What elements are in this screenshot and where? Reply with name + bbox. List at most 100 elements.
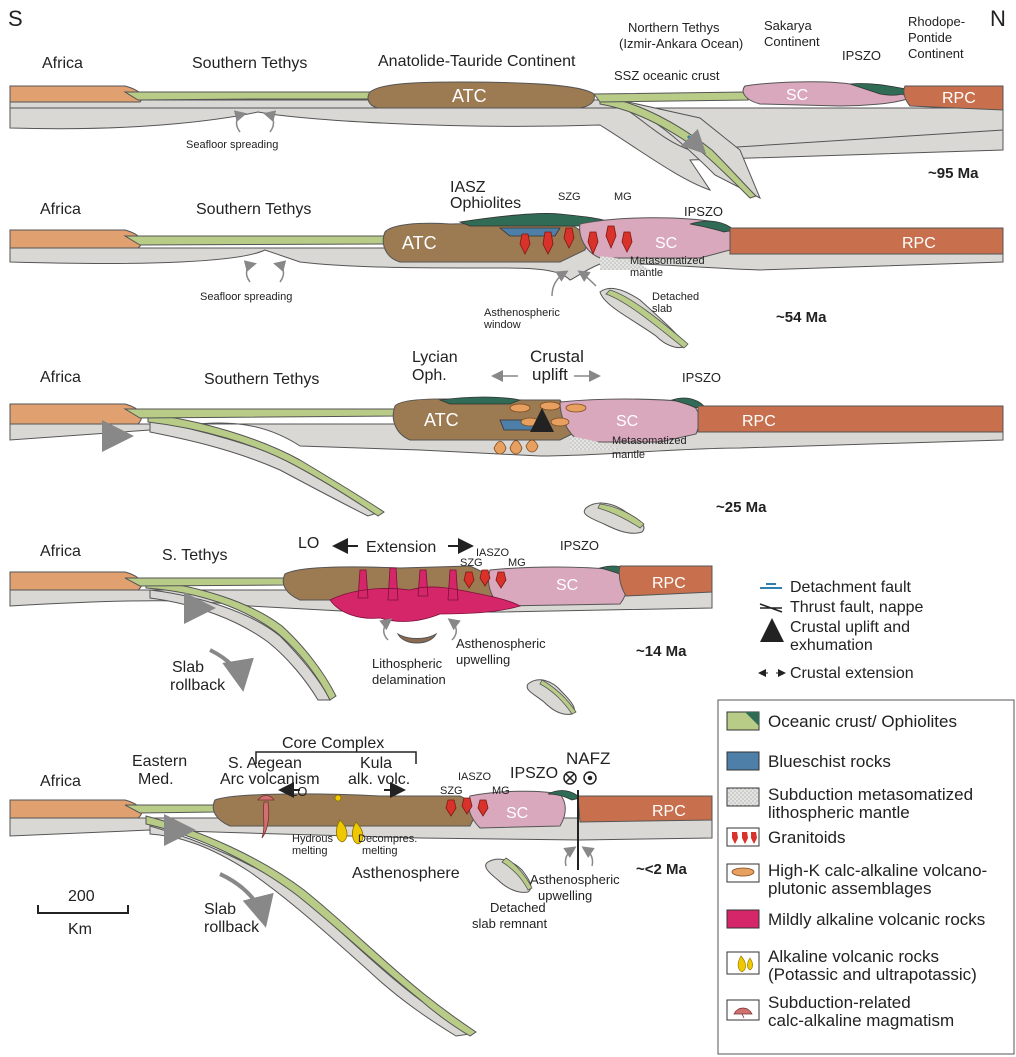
swatch-high-k — [732, 868, 754, 876]
south-label: S — [8, 6, 23, 31]
legend-item-blueschist: Blueschist rocks — [727, 752, 891, 771]
granitoid-bodies — [446, 798, 488, 816]
scale-line — [38, 905, 128, 913]
age-label: ~<2 Ma — [636, 861, 688, 878]
ophiolite-nappe — [440, 397, 520, 404]
rollback-label-2: rollback — [170, 677, 226, 694]
delamination-label-1: Lithospheric — [372, 656, 443, 671]
africa-label: Africa — [40, 201, 81, 218]
eastern-med-label-1: Eastern — [132, 753, 187, 770]
crustal-uplift-label-2: uplift — [532, 365, 568, 384]
remnant-label-1: Detached — [490, 900, 546, 915]
iaszo-label: IASZO — [458, 771, 491, 783]
eastern-med-label-2: Med. — [138, 771, 174, 788]
upwelling-label-2: upwelling — [456, 652, 510, 667]
rpc-label: RPC — [942, 90, 976, 107]
swatch-metasomatized — [727, 788, 759, 806]
scale-bar: 200 Km — [38, 888, 128, 938]
sakarya-label-2: Continent — [764, 34, 820, 49]
metasomatized-label-1: Metasomatized — [612, 435, 687, 447]
mg-label: MG — [508, 557, 526, 569]
granitoid-bodies — [464, 570, 506, 588]
southern-tethys-label: Southern Tethys — [204, 371, 319, 388]
north-label: N — [990, 6, 1006, 31]
swatch-mildly-alkaline — [727, 910, 759, 928]
rollback-label-2: rollback — [204, 919, 260, 936]
symbol-key: Detachment fault Thrust fault, nappe Cru… — [760, 579, 924, 682]
ophiolites-label: Ophiolites — [450, 195, 521, 212]
kula-label-2: alk. volc. — [348, 771, 410, 788]
age-label: ~25 Ma — [716, 499, 767, 516]
rhodope-label-2: Pontide — [908, 30, 952, 45]
izmir-ankara-label: (Izmir-Ankara Ocean) — [619, 36, 743, 51]
detached-slab — [527, 680, 574, 715]
decomp-label-2: melting — [362, 845, 397, 857]
ipszo-label: IPSZO — [842, 48, 881, 63]
hydrous-label-1: Hydrous — [292, 833, 333, 845]
panel-54ma: Africa Southern Tethys IASZ Ophiolites S… — [10, 179, 1003, 348]
lo-label: LO — [298, 535, 319, 552]
africa-block — [10, 86, 142, 102]
oceanic-crust-north — [594, 92, 748, 102]
core-complex-label: Core Complex — [282, 735, 384, 752]
nafz-strike-slip-symbols — [564, 772, 596, 784]
panel-25ma: Africa Southern Tethys Lycian Oph. Crust… — [10, 347, 1003, 533]
legend-label-2: (Potassic and ultrapotassic) — [768, 965, 977, 984]
atc-block — [213, 794, 480, 826]
upwelling-label-2: upwelling — [538, 888, 592, 903]
oceanic-crust — [125, 409, 395, 418]
high-k-body-5 — [551, 418, 569, 426]
atc-label: ATC — [402, 233, 437, 253]
africa-block — [10, 572, 142, 590]
metasomatized-label-2: mantle — [612, 449, 645, 461]
africa-label: Africa — [40, 369, 81, 386]
spreading-arrow-left — [247, 264, 254, 282]
key-extension: Crustal extension — [790, 665, 914, 682]
spreading-arrow-right — [276, 264, 283, 282]
szg-label: SZG — [460, 557, 483, 569]
africa-label: Africa — [42, 55, 83, 72]
sc-label: SC — [616, 413, 638, 430]
panel-95ma: Africa Southern Tethys Anatolide-Tauride… — [10, 14, 1003, 198]
northern-tethys-label: Northern Tethys — [628, 20, 720, 35]
ssz-label: SSZ oceanic crust — [614, 68, 720, 83]
rhodope-label-3: Continent — [908, 46, 964, 61]
legend-label-1: Subduction metasomatized — [768, 785, 973, 804]
sc-label: SC — [786, 87, 808, 104]
southern-tethys-label: Southern Tethys — [196, 201, 311, 218]
seafloor-label: Seafloor spreading — [186, 139, 278, 151]
key-detachment: Detachment fault — [790, 579, 912, 596]
oceanic-crust — [125, 236, 385, 245]
sakarya-label-1: Sakarya — [764, 18, 812, 33]
legend-item-granitoids: Granitoids — [727, 828, 845, 847]
detachment-icon — [760, 584, 782, 588]
delamination-label-2: delamination — [372, 672, 446, 687]
scale-unit: Km — [68, 921, 92, 938]
upwelling-label-1: Asthenospheric — [530, 872, 620, 887]
detached-slab-label-1: Detached — [652, 291, 699, 303]
nafz-label: NAFZ — [566, 749, 610, 768]
scale-value: 200 — [68, 888, 95, 905]
iasz-label: IASZ — [450, 179, 486, 196]
ipszo-label: IPSZO — [510, 765, 558, 782]
upwelling-label-1: Asthenospheric — [456, 636, 546, 651]
decomp-label-1: Decompres. — [358, 833, 417, 845]
oceanic-crust — [125, 578, 285, 586]
key-thrust: Thrust fault, nappe — [790, 599, 924, 616]
mg-label: MG — [614, 191, 632, 203]
panel-2ma: Core Complex Africa Eastern Med. S. Aege… — [10, 735, 712, 1036]
rpc-label: RPC — [902, 235, 936, 252]
africa-label: Africa — [40, 773, 81, 790]
legend-label-2: calc-alkaline magmatism — [768, 1011, 954, 1030]
key-uplift-2: exhumation — [790, 637, 873, 654]
lycian-label-1: Lycian — [412, 349, 458, 366]
rpc-block — [578, 796, 712, 822]
legend-label: Oceanic crust/ Ophiolites — [768, 712, 957, 731]
spreading-arrow-right — [266, 114, 273, 132]
legend-label-1: Alkaline volcanic rocks — [768, 947, 939, 966]
high-k-body-2 — [540, 402, 560, 410]
hydrous-label-2: melting — [292, 845, 327, 857]
panel-14ma: Africa S. Tethys LO Extension IASZO SZG … — [10, 535, 712, 714]
mantle-lithosphere — [10, 100, 1003, 190]
